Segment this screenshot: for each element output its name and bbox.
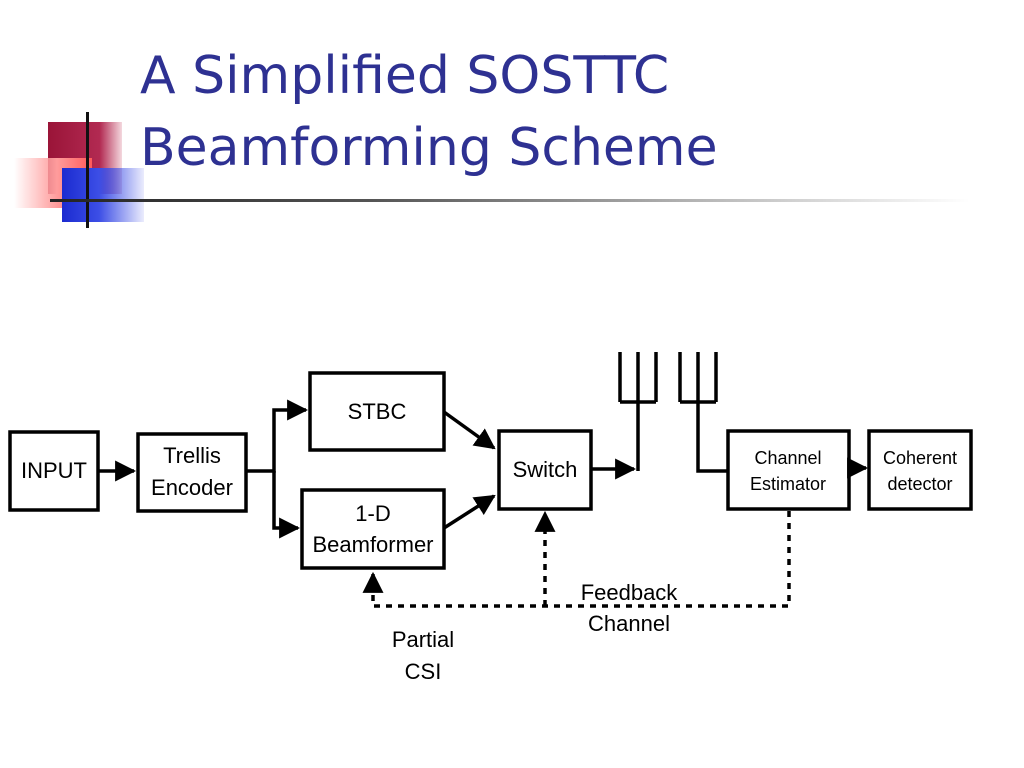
arrow-beamformer-to-switch [443,494,496,530]
coherent-detector-box [867,429,973,511]
beamformer-label-line1: 1-D [355,501,390,526]
decor-blue-square [62,168,144,222]
tx-antenna-icon [618,352,658,471]
csi-label-line1: Partial [392,627,454,652]
trellis-label-line1: Trellis [163,443,221,468]
input-label: INPUT [21,458,87,483]
line-antenna-to-estimator [696,402,728,473]
stbc-label: STBC [348,399,407,424]
feedback-label-line1: Feedback [581,580,679,605]
arrow-stbc-to-switch [442,410,496,450]
detector-label-line1: Coherent [883,448,957,468]
feedback-label-line2: Channel [588,611,670,636]
estimator-label-line1: Channel [754,448,821,468]
detector-label-line2: detector [887,474,952,494]
title-underline [50,199,970,202]
channel-estimator-box [726,429,851,511]
arrow-encoder-to-stbc [246,399,309,473]
stbc-box [308,371,446,452]
switch-label: Switch [513,457,578,482]
feedback-line [362,511,791,608]
csi-label-line2: CSI [405,659,442,684]
decor-vertical-line [86,112,89,228]
arrow-encoder-to-beamformer [272,471,301,539]
title-line-1: A Simplified SOSTTC [140,46,670,106]
beamformer-box [300,488,446,570]
rx-antenna-icon [678,352,718,404]
slide-title: A Simplified SOSTTC Beamforming Scheme [140,40,1000,184]
title-line-2: Beamforming Scheme [140,118,718,178]
beamformer-label-line2: Beamformer [312,532,433,557]
estimator-label-line2: Estimator [750,474,826,494]
trellis-label-line2: Encoder [151,475,233,500]
